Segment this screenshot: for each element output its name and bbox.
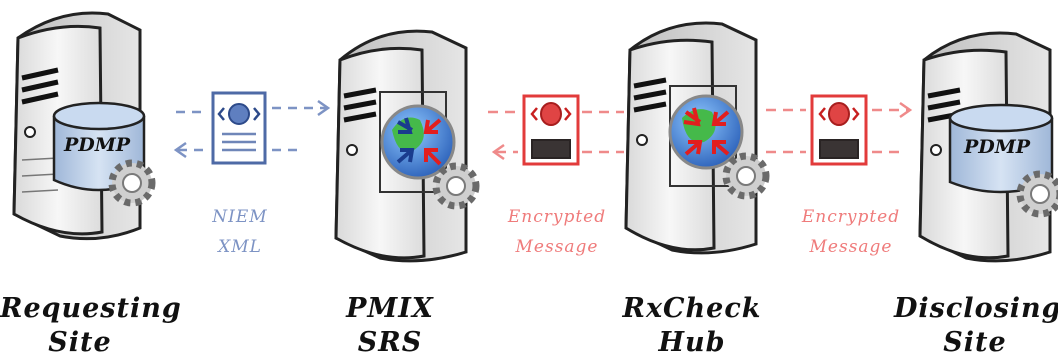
niem-response-arrow (173, 141, 302, 159)
requesting-site-label-line1: Requesting (0, 293, 182, 324)
disclosing-site-label-line1: Disclosing (894, 293, 1058, 324)
disclosing-site-gear-icon (1016, 170, 1058, 218)
xml-document-icon (211, 91, 267, 165)
requesting-site-label: Requesting Site (0, 292, 182, 360)
pmix-srs-label: PMIX SRS (330, 292, 450, 360)
pmix-srs-label-line1: PMIX (346, 293, 434, 324)
disclosing-site-label: Disclosing Site (894, 292, 1058, 360)
niem-request-arrow (176, 99, 331, 117)
rxcheck-hub-label-line2: Hub (658, 327, 726, 358)
pmix-srs-router-icon (380, 104, 456, 180)
encrypted-message-icon (522, 94, 580, 166)
rxcheck-hub-label: RxCheck Hub (622, 292, 762, 360)
encrypted-message-label-2-line2: Message (809, 237, 893, 257)
encrypted-message-label-2-line1: Encrypted (801, 207, 901, 227)
rxcheck-hub-router-icon (668, 94, 744, 170)
disclosing-site-database-label: PDMP (964, 136, 1031, 158)
encrypted-message-label-2: Encrypted Message (786, 202, 916, 262)
requesting-site-gear-icon (108, 159, 156, 207)
disclosing-site-label-line2: Site (943, 327, 1007, 358)
requesting-site-label-line2: Site (48, 327, 112, 358)
rxcheck-hub-gear-icon (722, 152, 770, 200)
rxcheck-hub-label-line1: RxCheck (622, 293, 762, 324)
encrypted-message-label-1-line1: Encrypted (507, 207, 607, 227)
encrypted-response-arrow (491, 143, 624, 161)
requesting-site-database-label: PDMP (64, 134, 131, 156)
pmix-srs-gear-icon (432, 162, 480, 210)
encrypted-message-icon-2 (810, 94, 868, 166)
pmix-srs-label-line2: SRS (357, 327, 423, 358)
encrypted-forward-arrow (766, 101, 913, 119)
encrypted-message-label-1: Encrypted Message (492, 202, 622, 262)
encrypted-message-label-1-line2: Message (515, 237, 599, 257)
niem-xml-label-line2: XML (218, 237, 262, 257)
niem-xml-label-line1: NIEM (212, 207, 268, 227)
niem-xml-label: NIEM XML (190, 202, 290, 262)
